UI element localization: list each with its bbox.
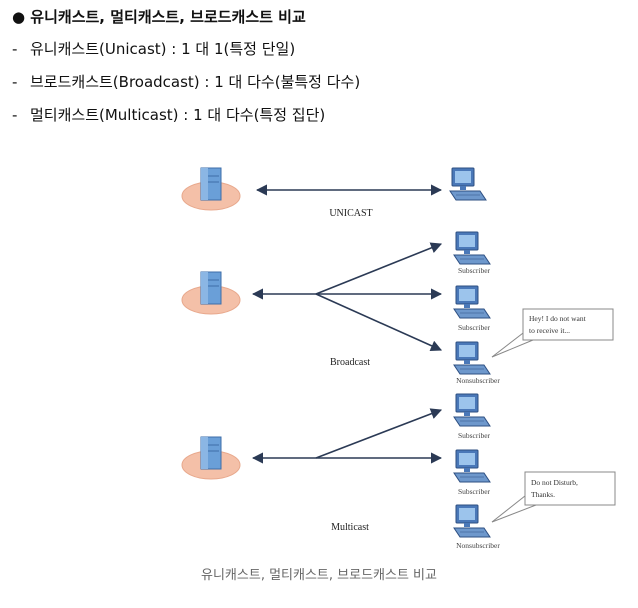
bullet-dash: - [12,40,18,58]
subscriber-label: Subscriber [458,266,491,275]
broadcast-arrow [315,242,443,295]
figure-caption: 유니캐스트, 멀티캐스트, 브로드캐스트 비교 [201,568,437,583]
server-icon [181,167,241,211]
bullet-unicast: -유니캐스트(Unicast) : 1 대 1(특정 단일) [12,38,295,59]
broadcast-arrow [315,293,443,351]
computer-icon [453,393,491,427]
speech-bubble [522,308,614,341]
computer-icon [453,341,491,375]
bubble-text-line: to receive it... [529,326,570,335]
bullet-dash: - [12,106,18,124]
bullet-multicast: -멀티캐스트(Multicast) : 1 대 다수(특정 집단) [12,104,325,125]
section-heading: ● 유니캐스트, 멀티캐스트, 브로드캐스트 비교 [12,8,306,26]
unicast-section: UNICAST [181,167,487,219]
bubble-pointer [491,329,528,358]
computer-icon [453,504,491,538]
bullet-text: 브로드캐스트(Broadcast) : 1 대 다수(불특정 다수) [30,73,361,91]
bubble-text-line: Do not Disturb, [531,478,578,487]
computer-icon [453,449,491,483]
bullet-text: 멀티캐스트(Multicast) : 1 대 다수(특정 집단) [30,106,326,124]
computer-icon [453,285,491,319]
subscriber-label: Subscriber [458,323,491,332]
nonsubscriber-label: Nonsubscriber [456,376,500,385]
subscriber-label: Subscriber [458,487,491,496]
bullet-broadcast: -브로드캐스트(Broadcast) : 1 대 다수(불특정 다수) [12,71,360,92]
bubble-pointer [491,491,531,523]
bullet-text: 유니캐스트(Unicast) : 1 대 1(특정 단일) [30,40,296,58]
bullet-dash: - [12,73,18,91]
speech-bubble [524,471,616,506]
multicast-label: Multicast [331,522,369,533]
nonsubscriber-label: Nonsubscriber [456,541,500,550]
server-icon [181,436,241,480]
multicast-section: Subscriber Subscriber Nonsubscriber Mult… [181,393,616,550]
subscriber-label: Subscriber [458,431,491,440]
broadcast-label: Broadcast [330,357,370,368]
bubble-text-line: Thanks. [531,490,555,499]
computer-icon [453,231,491,265]
bubble-pointer [491,339,534,358]
broadcast-section: Subscriber Subscriber Nonsubscriber Broa… [181,231,614,385]
bubble-text-line: Hey! I do not want [529,314,587,323]
multicast-arrow [315,408,443,459]
unicast-label: UNICAST [329,208,372,219]
server-icon [181,271,241,315]
bubble-pointer [491,504,537,523]
computer-icon [449,167,487,201]
